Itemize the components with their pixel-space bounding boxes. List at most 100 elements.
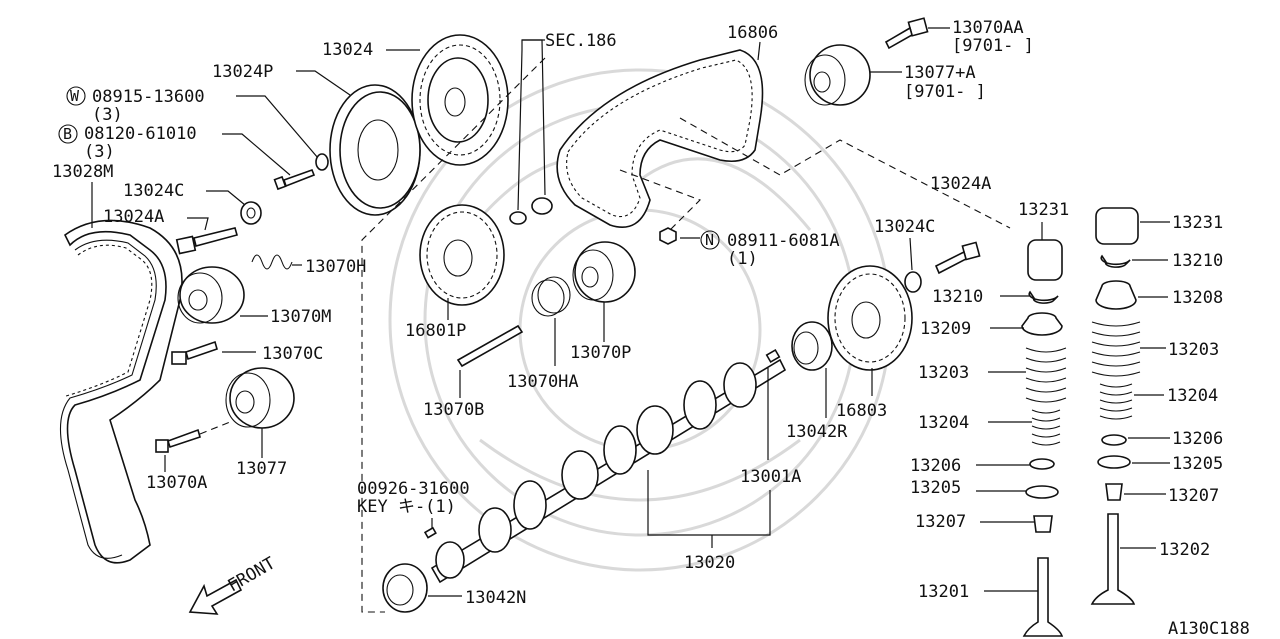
bolt-icon xyxy=(884,17,929,50)
svg-text:13210: 13210 xyxy=(932,287,983,307)
front-indicator: FRONT xyxy=(188,553,279,615)
bolt-symbol-icon xyxy=(58,124,78,144)
bolt-icon xyxy=(171,340,218,365)
svg-text:13070A: 13070A xyxy=(146,473,207,493)
svg-text:FRONT: FRONT xyxy=(225,553,279,596)
svg-text:13070B: 13070B xyxy=(423,400,484,420)
diagram-id: A130C188 xyxy=(1168,619,1250,639)
washer-icon xyxy=(904,271,922,293)
label-13024p: 13024P xyxy=(212,62,351,96)
washer-icon xyxy=(240,201,262,225)
label-08120: B 08120-61010 (3) xyxy=(58,124,316,191)
svg-text:13024: 13024 xyxy=(322,40,373,60)
svg-text:13024P: 13024P xyxy=(212,62,273,82)
svg-text:13207: 13207 xyxy=(915,512,966,532)
label-13024c-left: 13024C xyxy=(123,181,262,225)
svg-text:08915-13600: 08915-13600 xyxy=(92,87,205,107)
svg-text:13042R: 13042R xyxy=(786,422,848,442)
front-arrow-icon xyxy=(188,578,243,615)
svg-text:KEY キ-(1): KEY キ-(1) xyxy=(357,497,456,517)
svg-text:13070H: 13070H xyxy=(305,257,366,277)
bolt-icon xyxy=(175,227,238,255)
svg-text:13077: 13077 xyxy=(236,459,287,479)
label-16806: 16806 xyxy=(727,23,778,61)
bolt-icon xyxy=(934,241,981,275)
seal-13042n xyxy=(382,563,428,613)
cam-plate-13024p xyxy=(329,84,421,216)
valve-column-mid xyxy=(1021,239,1067,637)
svg-text:13205: 13205 xyxy=(1172,454,1223,474)
washer-icon xyxy=(315,153,329,171)
key-icon xyxy=(423,526,437,539)
svg-text:13201: 13201 xyxy=(918,582,969,602)
svg-text:13204: 13204 xyxy=(918,413,969,433)
label-13070h: 13070H xyxy=(251,254,366,277)
svg-text:13042N: 13042N xyxy=(465,588,526,608)
sprocket-16803 xyxy=(827,265,913,371)
stud-13070b xyxy=(456,324,524,368)
svg-text:16803: 16803 xyxy=(836,401,887,421)
svg-text:13070AA: 13070AA xyxy=(952,18,1024,38)
svg-text:(3): (3) xyxy=(84,142,115,162)
svg-text:13028M: 13028M xyxy=(52,162,113,182)
spring-13070ha xyxy=(531,276,571,317)
label-13024c-right: 13024C xyxy=(874,217,935,293)
svg-text:(1): (1) xyxy=(727,249,758,269)
label-13077a: 13077+A [9701- ] xyxy=(870,63,986,102)
svg-text:13024C: 13024C xyxy=(123,181,184,201)
pulley-13077a xyxy=(804,44,871,106)
timing-belt-16806 xyxy=(556,49,764,228)
svg-text:13231: 13231 xyxy=(1018,200,1069,220)
svg-text:00926-31600: 00926-31600 xyxy=(357,479,470,499)
label-13070c: 13070C xyxy=(171,340,323,365)
svg-text:[9701- ]: [9701- ] xyxy=(952,36,1034,56)
label-13024a-left: 13024A xyxy=(103,207,238,255)
label-sec186: SEC.186 xyxy=(509,31,617,225)
svg-text:13024A: 13024A xyxy=(930,174,991,194)
svg-text:B: B xyxy=(63,125,72,143)
svg-text:13070C: 13070C xyxy=(262,344,323,364)
nut-icon xyxy=(659,227,677,245)
svg-text:08120-61010: 08120-61010 xyxy=(84,124,197,144)
svg-text:N: N xyxy=(705,231,714,249)
svg-text:13001A: 13001A xyxy=(740,467,801,487)
sprocket-16801p xyxy=(419,204,505,306)
assembly-lines xyxy=(361,57,1011,613)
label-13028m: 13028M xyxy=(52,162,113,228)
svg-text:13205: 13205 xyxy=(910,478,961,498)
svg-text:13203: 13203 xyxy=(1168,340,1219,360)
timing-belt-13028m xyxy=(59,219,183,564)
svg-text:13231: 13231 xyxy=(1172,213,1223,233)
valve-labels-mid: 13231 13210 13209 13203 13204 13206 1320… xyxy=(910,200,1069,602)
label-13070aa: 13070AA [9701- ] xyxy=(884,17,1034,56)
pulley-13077 xyxy=(225,367,295,429)
idler-13070m xyxy=(177,266,245,324)
washer-symbol-icon xyxy=(66,86,86,106)
seal-13042r xyxy=(791,321,833,371)
pulley-13070p xyxy=(572,241,636,303)
svg-text:13209: 13209 xyxy=(920,319,971,339)
label-13001a: 13001A xyxy=(740,368,801,487)
svg-text:13024C: 13024C xyxy=(874,217,935,237)
svg-text:16801P: 16801P xyxy=(405,321,466,341)
svg-text:[9701- ]: [9701- ] xyxy=(904,82,986,102)
valve-column-right xyxy=(1090,207,1141,605)
camshaft-13001a xyxy=(430,348,787,584)
bolt-icon xyxy=(155,428,201,453)
svg-text:13208: 13208 xyxy=(1172,288,1223,308)
label-13020: 13020 xyxy=(647,470,771,573)
label-13042n: 13042N xyxy=(428,588,526,608)
label-13024: 13024 xyxy=(322,40,420,60)
svg-text:13070HA: 13070HA xyxy=(507,372,579,392)
svg-text:13020: 13020 xyxy=(684,553,735,573)
svg-text:(3): (3) xyxy=(92,105,123,125)
label-08911: N 08911-6081A (1) xyxy=(659,227,840,269)
svg-text:13077+A: 13077+A xyxy=(904,63,976,83)
label-13070m: 13070M xyxy=(240,307,331,327)
svg-text:W: W xyxy=(70,87,80,105)
nut-symbol-icon xyxy=(700,230,720,250)
label-13070a: 13070A xyxy=(146,421,231,493)
svg-text:SEC.186: SEC.186 xyxy=(545,31,617,51)
